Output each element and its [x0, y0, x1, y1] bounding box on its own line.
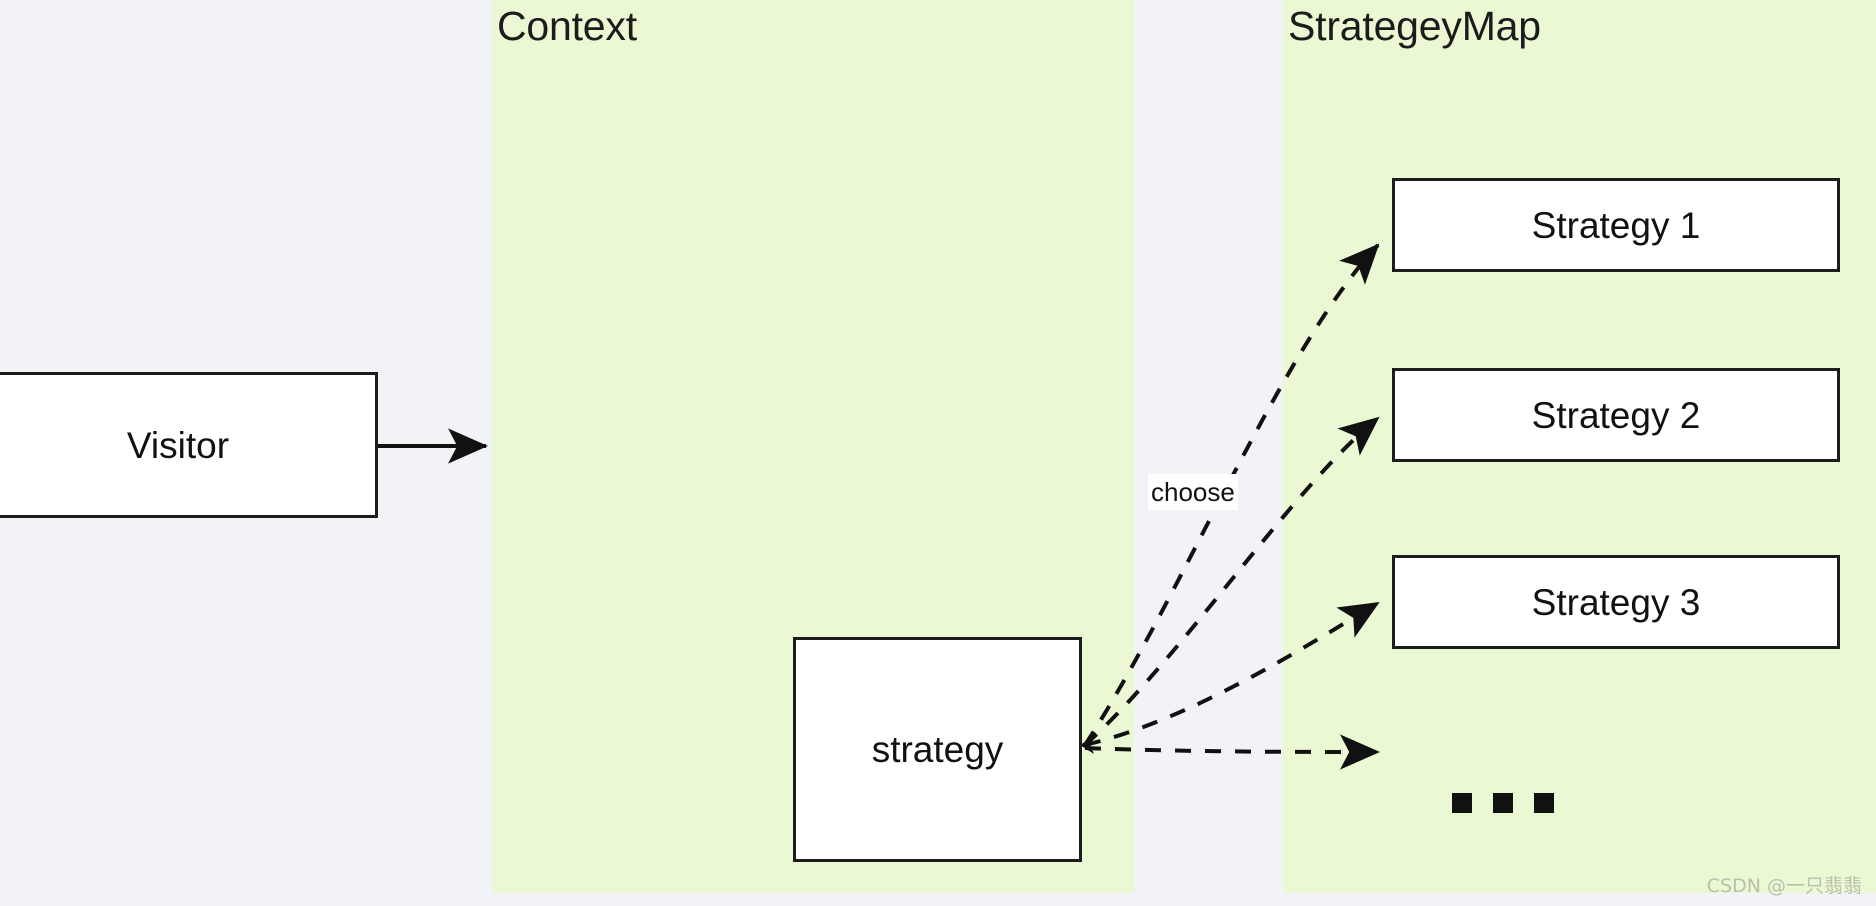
node-visitor-label: Visitor [126, 424, 230, 466]
node-visitor[interactable]: Visitor [0, 372, 378, 518]
ellipsis-dot [1534, 793, 1554, 813]
node-strategy-label: strategy [871, 729, 1004, 770]
node-strategy-1[interactable]: Strategy 1 [1392, 178, 1840, 272]
node-strategy-1-label: Strategy 1 [1531, 204, 1701, 246]
ellipsis-dot [1493, 793, 1513, 813]
ellipsis-dot [1452, 793, 1472, 813]
csdn-watermark: CSDN @一只翡翡 [1706, 875, 1862, 897]
panel-context-title: Context [497, 3, 637, 49]
ellipsis-indicator [1452, 793, 1554, 813]
node-strategy-3-label: Strategy 3 [1531, 581, 1701, 623]
node-strategy-3[interactable]: Strategy 3 [1392, 555, 1840, 649]
edge-label-choose: choose [1148, 474, 1238, 510]
node-strategy[interactable]: strategy [793, 637, 1082, 862]
panel-strategey-map-title: StrategeyMap [1288, 3, 1541, 49]
node-strategy-2[interactable]: Strategy 2 [1392, 368, 1840, 462]
node-strategy-2-label: Strategy 2 [1531, 394, 1701, 436]
